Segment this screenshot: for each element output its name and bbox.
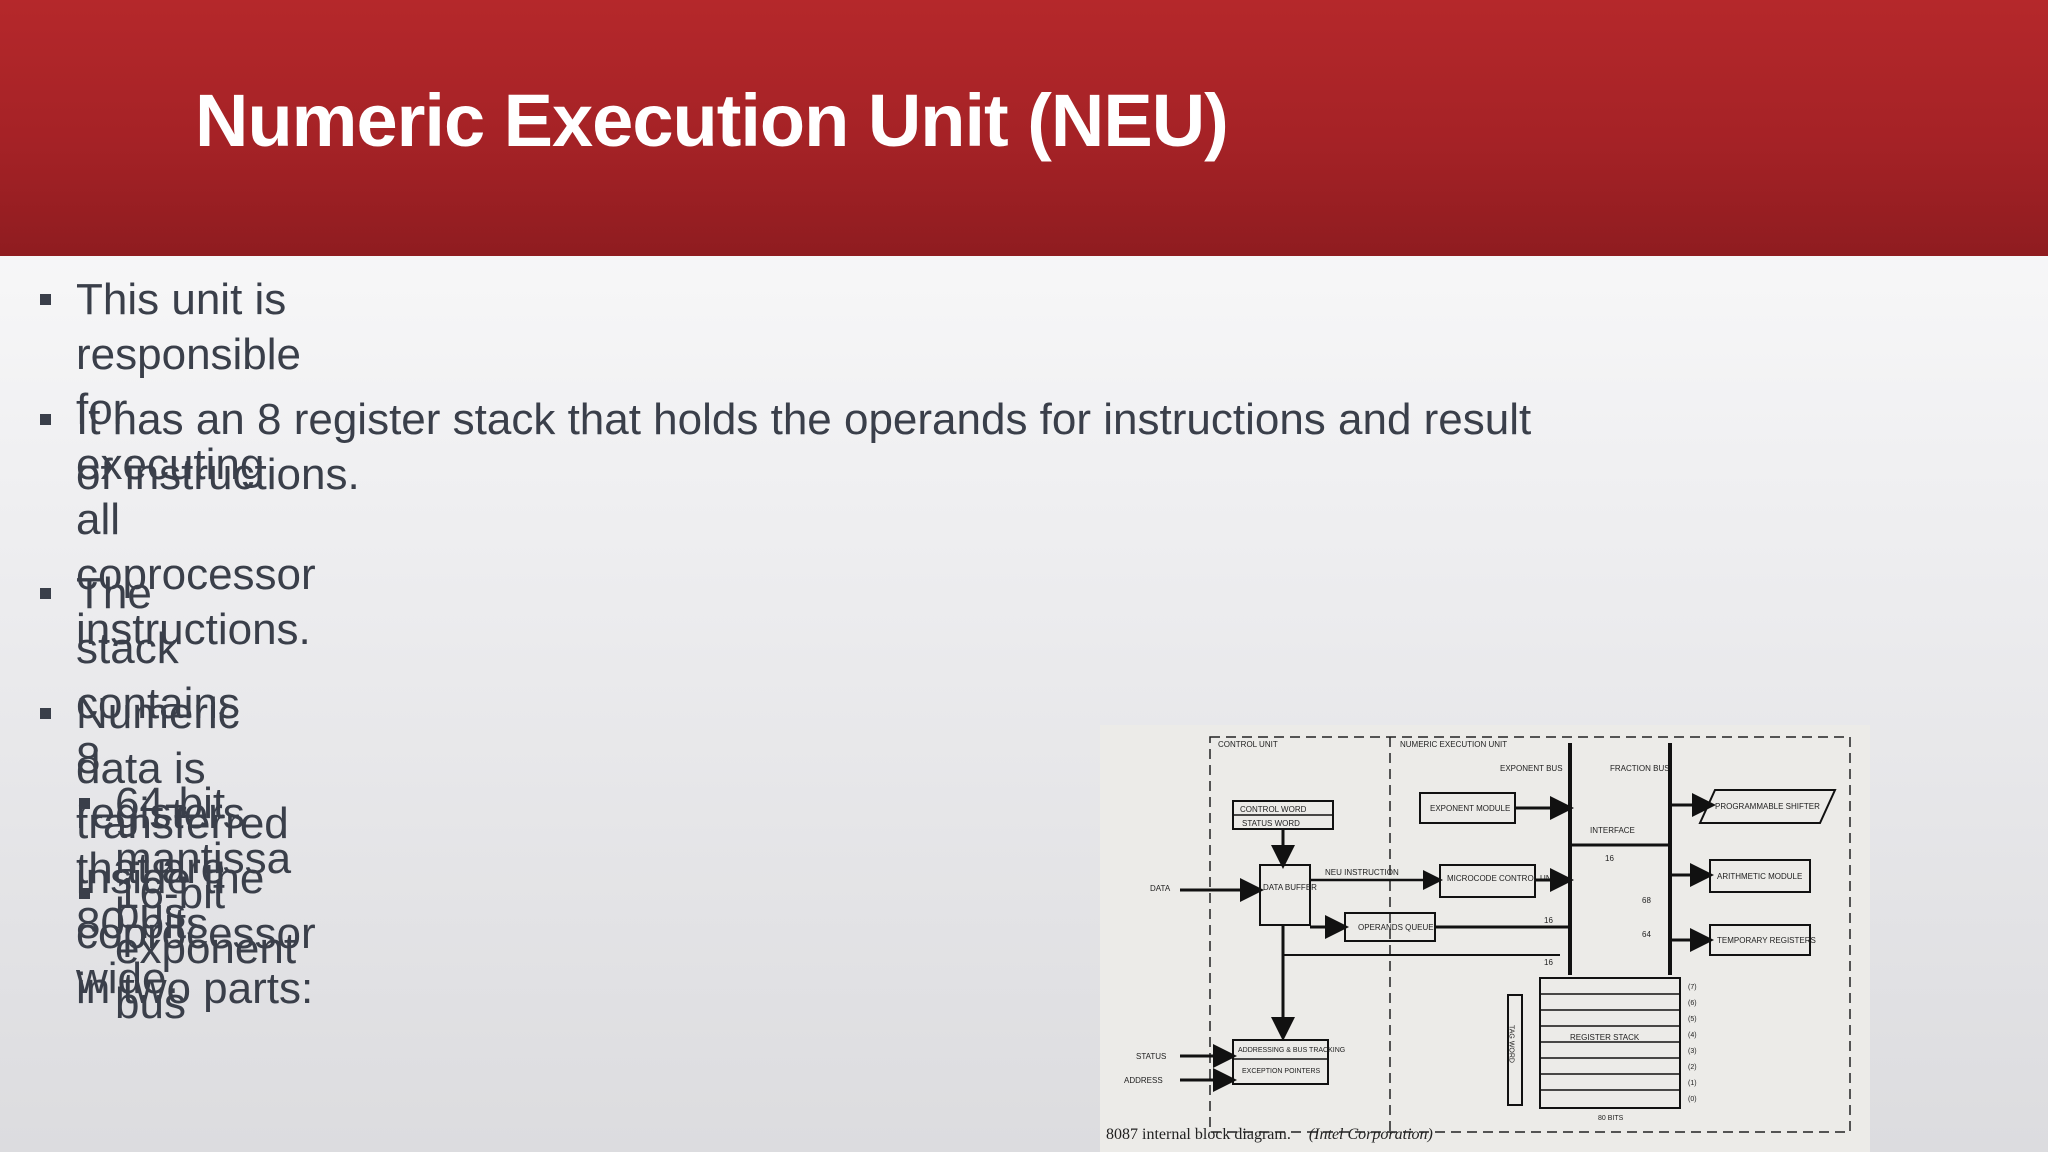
arithmetic-module-label: ARITHMETIC MODULE [1717,872,1802,881]
slide-title: Numeric Execution Unit (NEU) [195,79,1229,162]
exception-pointers-label: EXCEPTION POINTERS [1242,1068,1321,1075]
bullet-square-icon [79,798,90,809]
diagram-caption: 8087 internal block diagram. (Intel Corpo… [1106,1126,1433,1144]
data-buffer-box [1259,864,1311,926]
bullet-text: This unit is responsible for executing a… [76,275,316,654]
exponent-bus-label: EXPONENT BUS [1500,764,1563,773]
operands-queue-label: OPERANDS QUEUE [1358,923,1434,932]
control-unit-label: CONTROL UNIT [1218,740,1278,749]
width-label: 16 [1605,854,1614,863]
bullet-item: The stack contains 8 registers that are … [40,566,245,1006]
register-index: (5) [1688,1016,1697,1023]
caption-main: 8087 internal block diagram. [1106,1126,1291,1143]
bullet-square-icon [79,888,90,899]
bits-label: 80 BITS [1598,1115,1624,1122]
register-stack-box [1539,977,1681,1109]
register-index: (2) [1688,1064,1697,1071]
register-stack-label: REGISTER STACK [1570,1033,1640,1042]
address-label: ADDRESS [1124,1076,1163,1085]
neu-label: NUMERIC EXECUTION UNIT [1400,740,1507,749]
register-index: (6) [1688,1000,1697,1007]
block-diagram: CONTROL UNIT NUMERIC EXECUTION UNIT EXPO… [1124,736,1851,1133]
sub-bullet-item: 16-bit exponent bus [79,866,297,1031]
exponent-module-label: EXPONENT MODULE [1430,804,1510,813]
bullet-text: It has an 8 register stack that holds th… [76,395,1532,499]
bullet-item: This unit is responsible for executing a… [40,272,316,657]
data-buffer-label: DATA BUFFER [1263,883,1317,892]
bullet-item: Numeric data is transferred inside the c… [40,686,316,1016]
status-label: STATUS [1136,1052,1166,1061]
title-banner: Numeric Execution Unit (NEU) [0,0,2048,256]
bullet-text: Numeric data is transferred inside the c… [76,689,316,1013]
width-label: 68 [1642,896,1651,905]
neu-instruction-label: NEU INSTRUCTION [1325,868,1399,877]
block-diagram-image: CONTROL UNIT NUMERIC EXECUTION UNIT EXPO… [1100,725,1870,1152]
register-index: (0) [1688,1096,1697,1103]
data-label: DATA [1150,884,1171,893]
interface-label: INTERFACE [1590,826,1635,835]
tag-word-box [1507,994,1523,1106]
register-index: (4) [1688,1032,1697,1039]
bullet-square-icon [40,588,51,599]
microcode-control-label: MICROCODE CONTROL UNIT [1447,874,1559,883]
outer-dashed-frame [1209,736,1851,1133]
register-index-labels: (7) (6) (5) (4) (3) (2) (1) (0) [1688,984,1697,1103]
programmable-shifter-label: PROGRAMMABLE SHIFTER [1715,802,1820,811]
bullet-square-icon [40,708,51,719]
bullet-square-icon [40,414,51,425]
tag-word-label: TAG WORD [1508,1025,1515,1063]
fraction-bus-label: FRACTION BUS [1610,764,1670,773]
width-label: 16 [1544,958,1553,967]
register-index: (1) [1688,1080,1697,1087]
width-label: 64 [1642,930,1651,939]
register-index: (7) [1688,984,1697,991]
bullet-square-icon [40,294,51,305]
sub-bullet-text: 16-bit exponent bus [115,869,297,1028]
control-word-label: CONTROL WORD [1240,805,1307,814]
temporary-registers-label: TEMPORARY REGISTERS [1717,936,1816,945]
sub-bullet-item: 64-bit mantissa bus [79,776,292,941]
caption-credit: (Intel Corporation) [1308,1126,1433,1143]
width-label: 16 [1544,916,1553,925]
sub-bullet-text: 64-bit mantissa bus [115,779,292,938]
register-index: (3) [1688,1048,1697,1055]
status-word-label: STATUS WORD [1242,819,1300,828]
addressing-label: ADDRESSING & BUS TRACKING [1238,1047,1345,1054]
bullet-item: It has an 8 register stack that holds th… [40,392,1546,502]
bullet-text: The stack contains 8 registers that are … [76,569,245,1003]
